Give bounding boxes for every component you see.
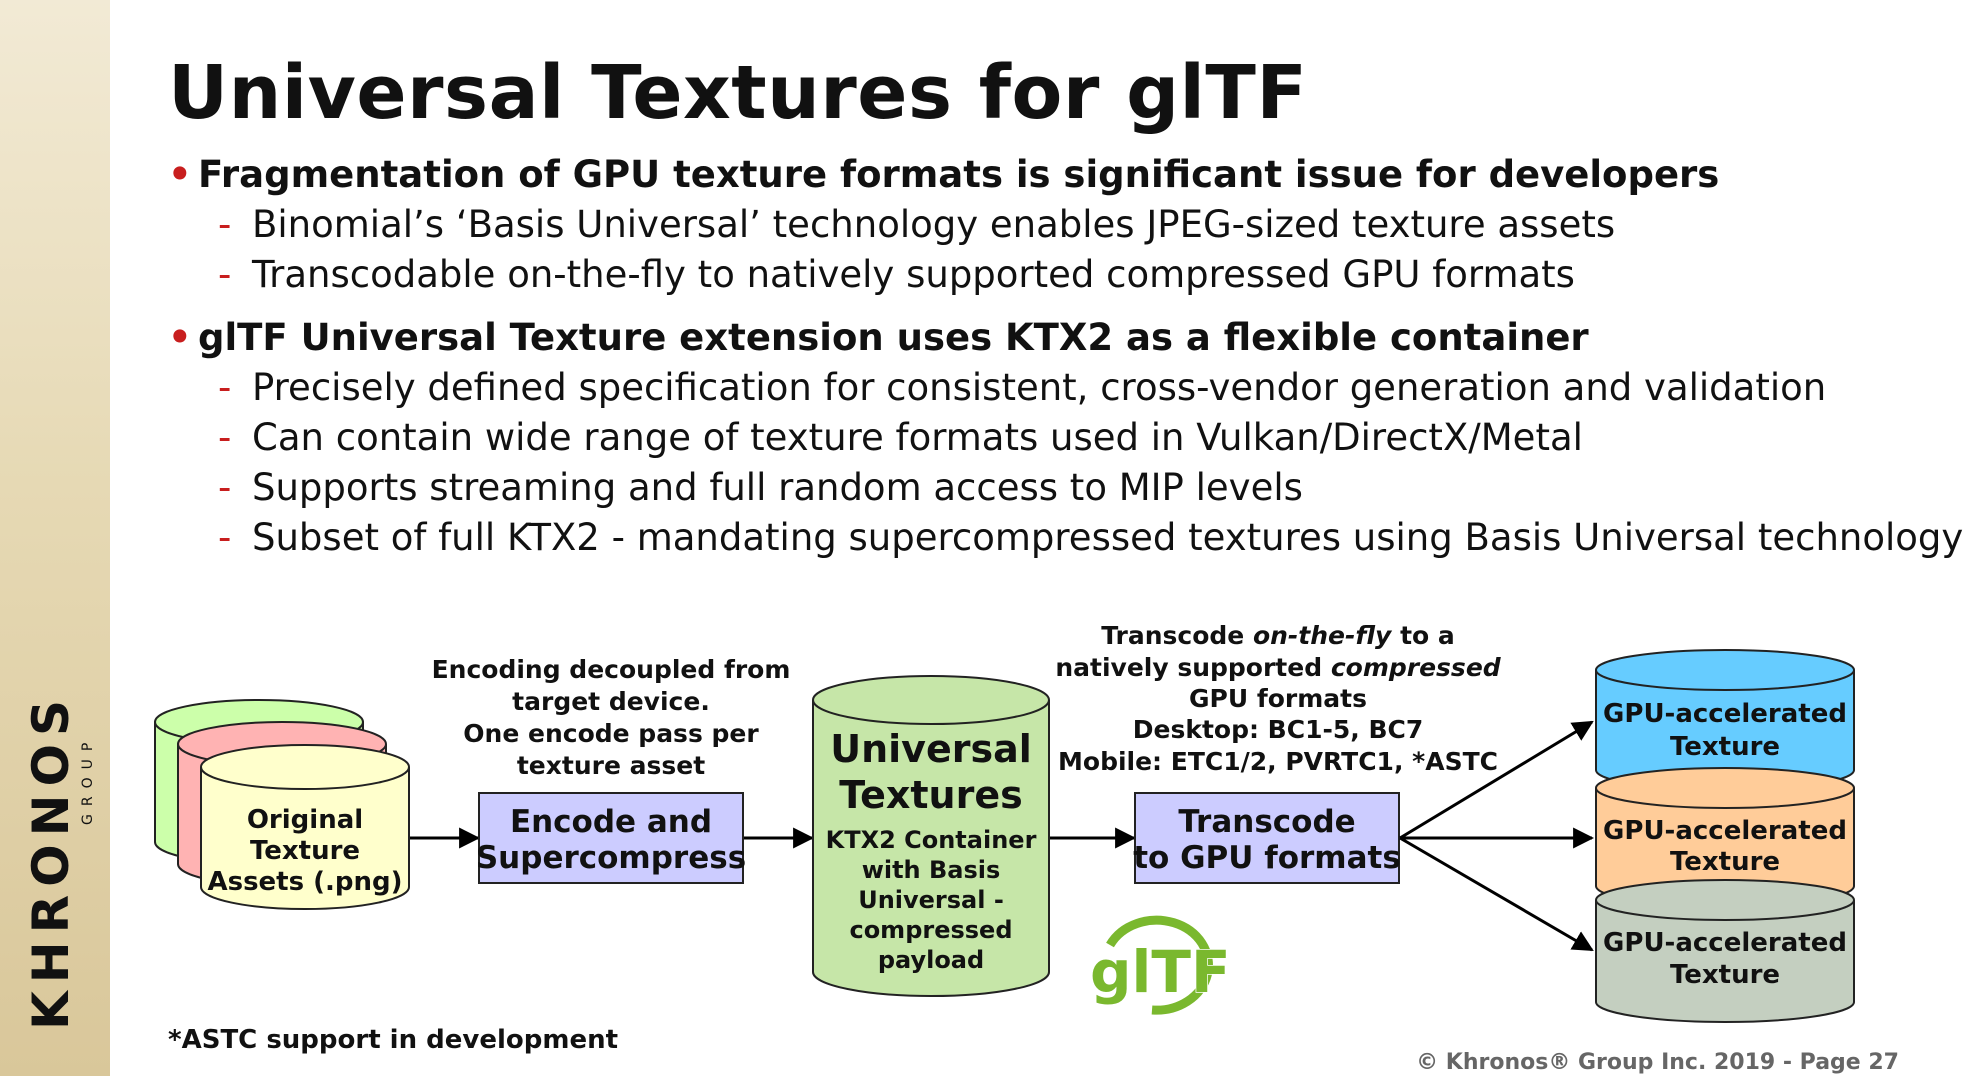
transcode-note-line: Desktop: BC1-5, BC7 <box>1133 715 1424 744</box>
bullet-primary: glTF Universal Texture extension uses KT… <box>168 313 1908 363</box>
khronos-logo-subtext: GROUP <box>80 735 96 825</box>
bullet-secondary: Precisely defined specification for cons… <box>168 363 1908 413</box>
original-assets-label: Original <box>247 805 363 835</box>
transcode-note-line: natively supported compressed <box>1055 653 1501 682</box>
slide-title: Universal Textures for glTF <box>168 50 1308 136</box>
gltf-logo-text: glTF <box>1090 938 1231 1006</box>
bullet-primary: Fragmentation of GPU texture formats is … <box>168 150 1908 200</box>
copyright: © Khronos® Group Inc. 2019 - Page 27 <box>1416 1050 1899 1075</box>
gpu-texture-cylinder-orange <box>1595 767 1855 907</box>
transcode-box-label: Transcode <box>1178 804 1355 840</box>
encode-box <box>478 792 744 884</box>
gpu-texture-cylinder-blue <box>1595 649 1855 791</box>
gpu-texture-label: Texture <box>1670 732 1780 762</box>
universal-textures-title: Universal <box>830 727 1032 771</box>
encode-note: target device. <box>512 687 710 716</box>
encode-box-label: Encode and <box>510 804 712 840</box>
universal-textures-title: Textures <box>839 773 1023 817</box>
footnote: *ASTC support in development <box>168 1025 619 1055</box>
gpu-texture-label: GPU-accelerated <box>1603 699 1847 729</box>
bullet-secondary: Supports streaming and full random acces… <box>168 463 1908 513</box>
gltf-logo: glTF <box>1089 915 1231 1015</box>
gpu-texture-label: Texture <box>1670 847 1780 877</box>
bullet-list: Fragmentation of GPU texture formats is … <box>168 150 1963 563</box>
gpu-texture-label: GPU-accelerated <box>1603 928 1847 958</box>
gpu-texture-cylinder-gray <box>1595 879 1855 1023</box>
universal-textures-body: compressed <box>849 916 1012 944</box>
transcode-note-line: GPU formats <box>1189 684 1367 713</box>
pipeline-diagram: Original Texture Assets (.png) Encoding … <box>154 621 1855 1023</box>
transcode-note-line: Mobile: ETC1/2, PVRTC1, *ASTC <box>1058 747 1498 776</box>
universal-textures-body: payload <box>878 946 984 974</box>
khronos-logo: KHRONOS GROUP <box>22 692 96 1030</box>
bullet-secondary: Subset of full KTX2 - mandating supercom… <box>168 513 1963 563</box>
transcode-box <box>1134 792 1400 884</box>
gpu-texture-label: GPU-accelerated <box>1603 816 1847 846</box>
original-assets-label: Assets (.png) <box>207 867 402 897</box>
encode-note: One encode pass per <box>463 719 759 748</box>
encode-note: texture asset <box>517 751 705 780</box>
transcode-note-line: Transcode on-the-fly to a <box>1101 621 1455 650</box>
arrow-transcode-to-gpu-gray <box>1399 836 1594 952</box>
khronos-logo-text: KHRONOS <box>22 692 80 1030</box>
encode-box-label: Supercompress <box>476 840 746 876</box>
universal-textures-cylinder <box>812 675 1050 997</box>
bullet-secondary: Binomial’s ‘Basis Universal’ technology … <box>168 200 1908 250</box>
sidebar-band: KHRONOS GROUP <box>0 0 110 1076</box>
gpu-texture-label: Texture <box>1670 960 1780 990</box>
transcode-box-label: to GPU formats <box>1133 840 1401 876</box>
universal-textures-body: Universal - <box>858 886 1004 914</box>
encode-note: Encoding decoupled from <box>432 655 791 684</box>
arrow-transcode-to-gpu-blue <box>1399 720 1594 840</box>
universal-textures-body: KTX2 Container <box>826 826 1037 854</box>
bullet-secondary: Can contain wide range of texture format… <box>168 413 1908 463</box>
bullet-secondary: Transcodable on-the-fly to natively supp… <box>168 250 1908 300</box>
original-assets-label: Texture <box>250 836 360 866</box>
asset-cylinder-yellow <box>200 744 410 910</box>
universal-textures-body: with Basis <box>862 856 1001 884</box>
